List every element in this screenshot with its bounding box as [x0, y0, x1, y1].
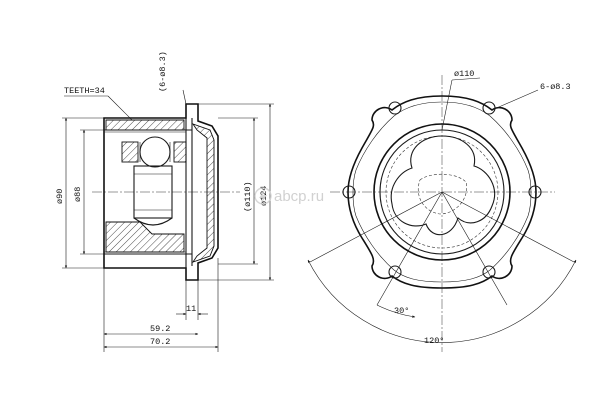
section-hatch-lower: [105, 221, 185, 253]
flange-hatch: [191, 123, 215, 263]
flange-outline: [347, 95, 537, 289]
bolt-holes: [342, 101, 542, 279]
watermark-text: abcp.ru: [274, 188, 324, 205]
dim-11-label: 11: [186, 304, 196, 314]
tripod-roller: [121, 136, 187, 168]
dia-90-label: ø90: [55, 189, 65, 204]
bolt-hole: [388, 101, 402, 115]
bolt-hole: [482, 265, 496, 279]
side-section-view: TEETH=34 (6-ø8.3) ø90 ø88 (ø110) ø124 11…: [55, 51, 274, 352]
dia-88-label: ø88: [73, 187, 83, 202]
bolt-hole: [342, 185, 356, 199]
vertical-dimensions: [62, 103, 274, 281]
holes-label-side: (6-ø8.3): [158, 51, 168, 92]
bolt-hole: [482, 101, 496, 115]
bolt-hole: [528, 185, 542, 199]
lightning-logo-icon: [254, 187, 272, 205]
section-hatch-upper: [105, 119, 185, 131]
horizontal-dimensions: [103, 258, 219, 352]
dim-59-label: 59.2: [150, 324, 170, 334]
angle-annotations: [307, 191, 577, 343]
dia-110-side-label: (ø110): [243, 181, 253, 212]
shaft: [133, 165, 173, 226]
angle-120-label: 120°: [424, 336, 444, 346]
watermark: abcp.ru: [254, 187, 324, 205]
front-view: ø110 6-ø8.3 30° 120°: [307, 69, 577, 352]
tripod-recess: [390, 135, 496, 236]
holes-label-front: 6-ø8.3: [540, 82, 571, 92]
dia-110-front-label: ø110: [454, 69, 474, 79]
dim-70-label: 70.2: [150, 337, 170, 347]
angle-30-label: 30°: [394, 306, 409, 316]
bolt-hole: [388, 265, 402, 279]
teeth-label: TEETH=34: [64, 86, 105, 96]
